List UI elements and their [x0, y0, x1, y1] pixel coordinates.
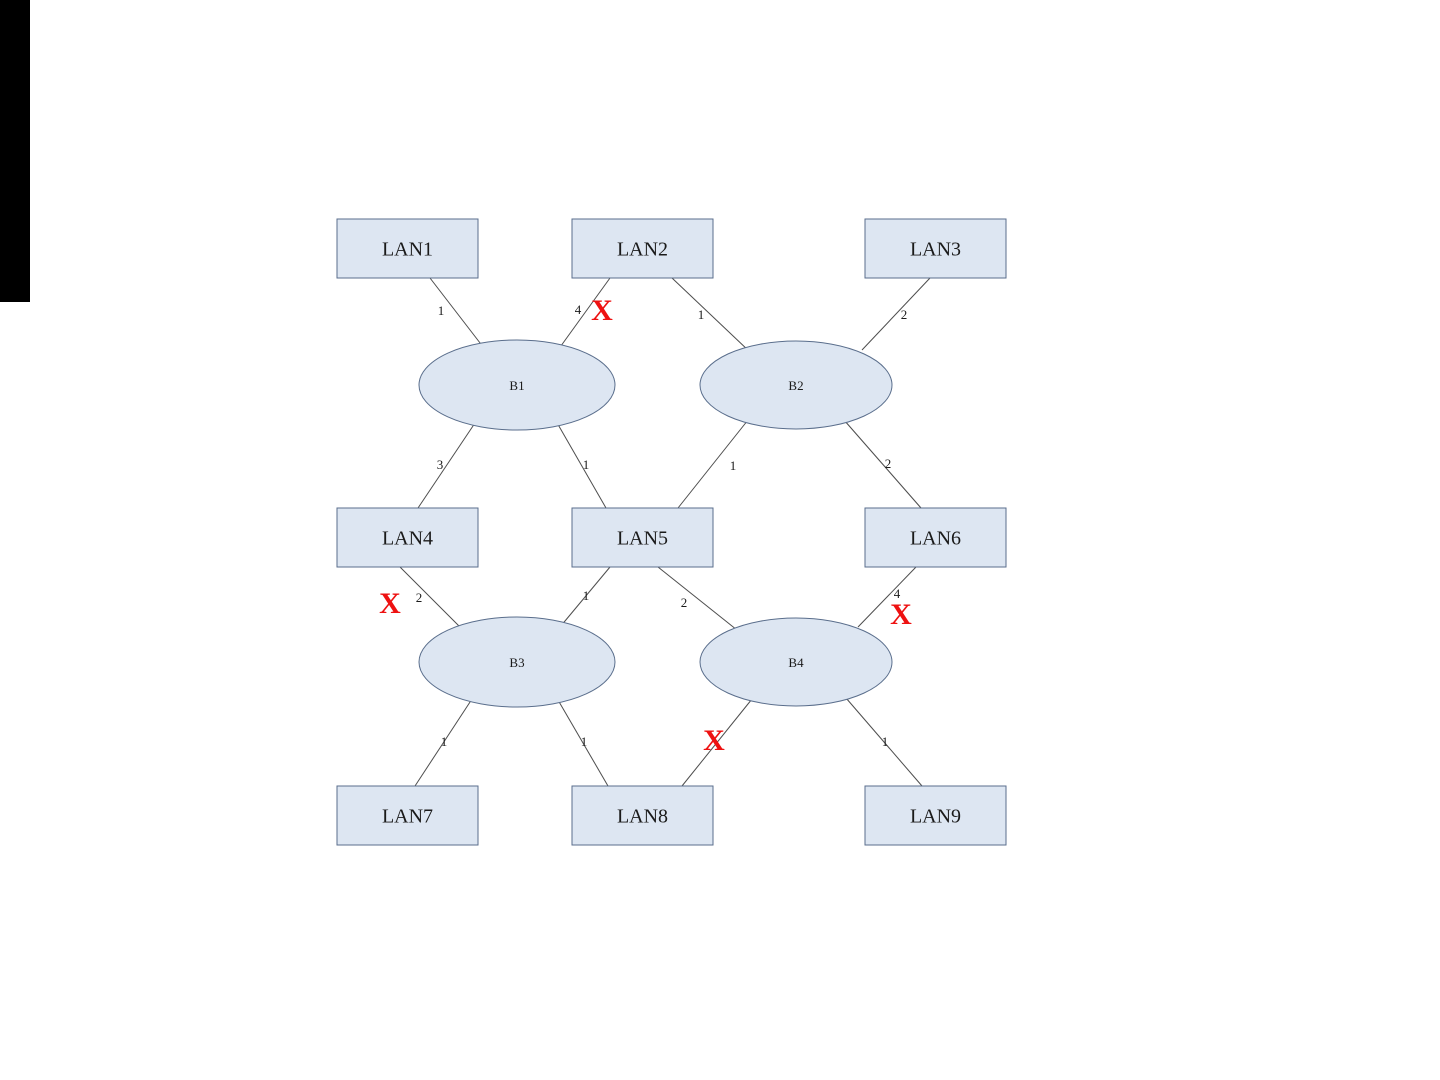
blocked-port-x-icon-LAN2-B1: X: [591, 294, 613, 327]
port-number-LAN1-B1: 1: [438, 303, 445, 318]
port-number-LAN2-B2: 1: [698, 307, 705, 322]
link-line-B2-LAN6: [843, 419, 922, 509]
port-number-B4-LAN9: 1: [882, 734, 889, 749]
port-number-B2-LAN6: 2: [885, 456, 892, 471]
lan-label-LAN3: LAN3: [910, 239, 961, 261]
lan-box-LAN8: [571, 785, 714, 846]
port-number-LAN5-B3: 1: [583, 588, 590, 603]
port-number-LAN4-B3: 2: [416, 590, 423, 605]
lan-label-LAN1: LAN1: [382, 239, 433, 261]
bridge-ellipse-B1: [418, 339, 616, 431]
link-line-B4-LAN8: [681, 698, 753, 787]
port-number-B1-LAN5: 1: [583, 457, 590, 472]
link-line-B1-LAN4: [417, 419, 478, 509]
port-number-LAN5-B4: 2: [681, 595, 688, 610]
link-line-B3-LAN8: [557, 699, 609, 787]
port-number-B2-LAN5: 1: [730, 458, 737, 473]
link-line-LAN3-B2: [861, 277, 931, 351]
link-line-LAN5-B3: [559, 566, 611, 628]
port-number-LAN2-B1: 4: [575, 302, 582, 317]
lan-box-LAN4: [336, 507, 479, 568]
lan-box-LAN9: [864, 785, 1007, 846]
port-number-LAN6-B4: 4: [894, 586, 901, 601]
bridge-label-B3: B3: [509, 655, 524, 670]
lan-box-LAN5: [571, 507, 714, 568]
port-number-B3-LAN8: 1: [581, 734, 588, 749]
link-line-LAN1-B1: [429, 277, 488, 353]
bridge-label-B4: B4: [788, 655, 804, 670]
link-line-B1-LAN5: [555, 420, 607, 509]
scan-artifact-black-bar: [0, 0, 30, 302]
bridge-ellipse-B4: [699, 617, 893, 707]
link-line-LAN6-B4: [857, 566, 917, 628]
lan-label-LAN2: LAN2: [617, 239, 668, 261]
blocked-port-x-icon-B4-LAN8: X: [703, 724, 725, 757]
lan-label-LAN6: LAN6: [910, 528, 961, 550]
link-line-LAN2-B1: [557, 277, 611, 351]
link-line-LAN4-B3: [399, 566, 463, 630]
link-line-B2-LAN5: [677, 419, 749, 509]
lan-box-LAN2: [571, 218, 714, 279]
bridge-ellipse-B2: [699, 340, 893, 430]
port-number-B1-LAN4: 3: [437, 457, 444, 472]
port-number-B3-LAN7: 1: [441, 734, 448, 749]
blocked-port-x-icon-LAN4-B3: X: [379, 587, 401, 620]
lan-label-LAN5: LAN5: [617, 528, 668, 550]
lan-box-LAN3: [864, 218, 1007, 279]
lan-box-LAN7: [336, 785, 479, 846]
lan-box-LAN6: [864, 507, 1007, 568]
lan-label-LAN9: LAN9: [910, 806, 961, 828]
bridge-label-B2: B2: [788, 378, 803, 393]
lan-label-LAN8: LAN8: [617, 806, 668, 828]
link-line-LAN2-B2: [671, 277, 751, 353]
link-line-B4-LAN9: [845, 697, 923, 787]
port-number-LAN3-B2: 2: [901, 307, 908, 322]
bridge-ellipse-B3: [418, 616, 616, 708]
link-line-LAN5-B4: [657, 566, 738, 631]
lan-box-LAN1: [336, 218, 479, 279]
lan-label-LAN4: LAN4: [382, 528, 433, 550]
link-line-B3-LAN7: [414, 698, 473, 787]
bridge-label-B1: B1: [509, 378, 524, 393]
blocked-port-x-icon-LAN6-B4: X: [890, 598, 912, 631]
lan-label-LAN7: LAN7: [382, 806, 433, 828]
